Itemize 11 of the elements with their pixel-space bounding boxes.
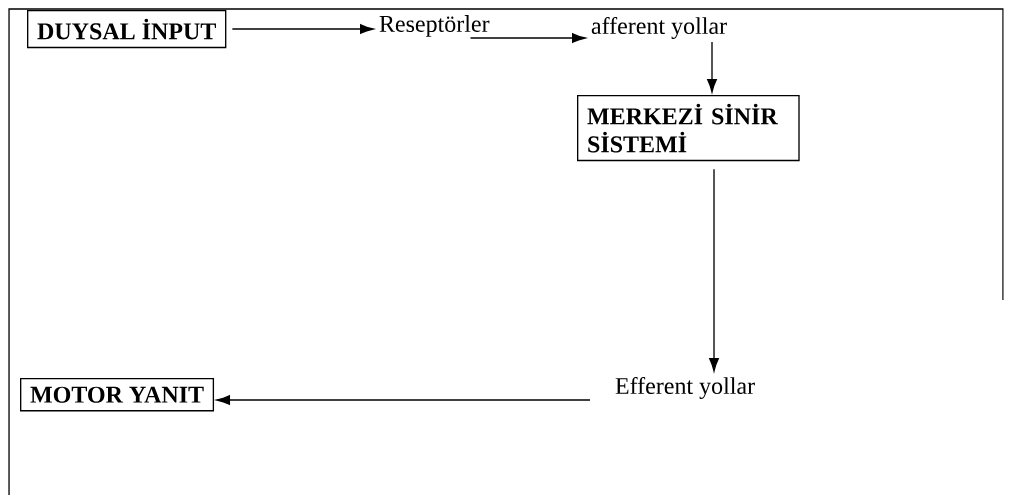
arrow xyxy=(709,168,719,372)
label-text: afferent yollar xyxy=(591,16,727,40)
label-box: DUYSAL İNPUT xyxy=(27,10,227,49)
label-text: Efferent yollar xyxy=(615,376,755,400)
arrow xyxy=(231,24,374,34)
arrow xyxy=(707,41,717,93)
arrow xyxy=(469,33,586,43)
arrow xyxy=(216,395,591,405)
label-box: MERKEZİ SİNİR SİSTEMİ xyxy=(577,95,800,162)
label-box: MOTOR YANIT xyxy=(20,378,215,412)
label-text: Reseptörler xyxy=(379,15,490,37)
